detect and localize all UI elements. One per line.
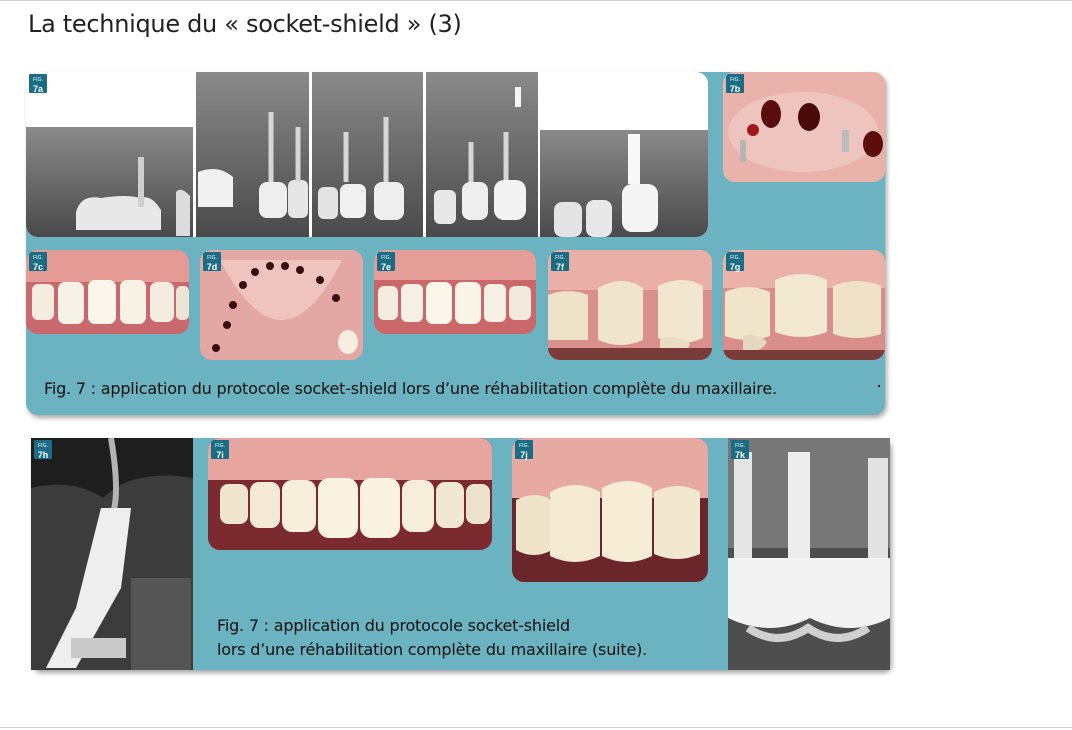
fig-7h-tag: FIG. 7h (34, 440, 52, 460)
fig-7d-occlusal-image (200, 250, 363, 360)
fig-7k-tag: FIG. 7k (731, 440, 749, 460)
fig-7f-tag: FIG. 7f (551, 252, 569, 272)
fig-7c-tag: FIG. 7c (29, 252, 47, 272)
fig-7i-photo: FIG. 7i (208, 438, 492, 550)
fig-7k-radiograph: FIG. 7k (728, 438, 890, 670)
page-title: La technique du « socket-shield » (3) (28, 10, 462, 38)
fig-7c-smile-image (26, 250, 189, 334)
fig-7f-closeup-image (548, 250, 712, 360)
fig-7e-photo: FIG. 7e (374, 250, 536, 334)
fig-7d-photo: FIG. 7d (200, 250, 363, 360)
fig-7e-tag: FIG. 7e (377, 252, 395, 272)
fig-7a-xray-image (26, 72, 708, 237)
bottom-rule (0, 727, 1072, 728)
decorative-dot (878, 385, 880, 387)
figure-7-continued-caption: Fig. 7 : application du protocole socket… (217, 614, 647, 662)
fig-7g-closeup-image (723, 250, 885, 360)
fig-7j-photo: FIG. 7j (512, 438, 708, 582)
fig-7g-photo: FIG. 7g (723, 250, 885, 360)
fig-7j-tag: FIG. 7j (515, 440, 533, 460)
fig-7f-photo: FIG. 7f (548, 250, 712, 360)
fig-7b-tag: FIG. 7b (726, 74, 744, 94)
fig-7i-tag: FIG. 7i (211, 440, 229, 460)
fig-7b-implant-sites-image (723, 72, 885, 182)
figure-panel-2: FIG. 7h FIG. 7i (31, 438, 890, 670)
fig-7b-photo: FIG. 7b (723, 72, 885, 182)
fig-7j-closeup-image (512, 438, 708, 582)
caption-line-1: Fig. 7 : application du protocole socket… (217, 616, 570, 635)
fig-7i-smile-image (208, 438, 492, 550)
figure-panel-1: FIG. 7a FIG. 7b (26, 72, 885, 415)
fig-7e-smile-image (374, 250, 536, 334)
figure-7-caption: Fig. 7 : application du protocole socket… (44, 379, 777, 398)
caption-line-2: lors d’une réhabilitation complète du ma… (217, 640, 648, 659)
fig-7g-tag: FIG. 7g (726, 252, 744, 272)
fig-7a-tag: FIG. 7a (29, 74, 47, 94)
fig-7h-cbct-image (31, 438, 193, 670)
fig-7k-implants-image (728, 438, 890, 670)
fig-7c-photo: FIG. 7c (26, 250, 189, 334)
top-rule (0, 0, 1072, 1)
fig-7a-radiographs: FIG. 7a (26, 72, 708, 237)
fig-7d-tag: FIG. 7d (203, 252, 221, 272)
fig-7h-radiograph: FIG. 7h (31, 438, 193, 670)
